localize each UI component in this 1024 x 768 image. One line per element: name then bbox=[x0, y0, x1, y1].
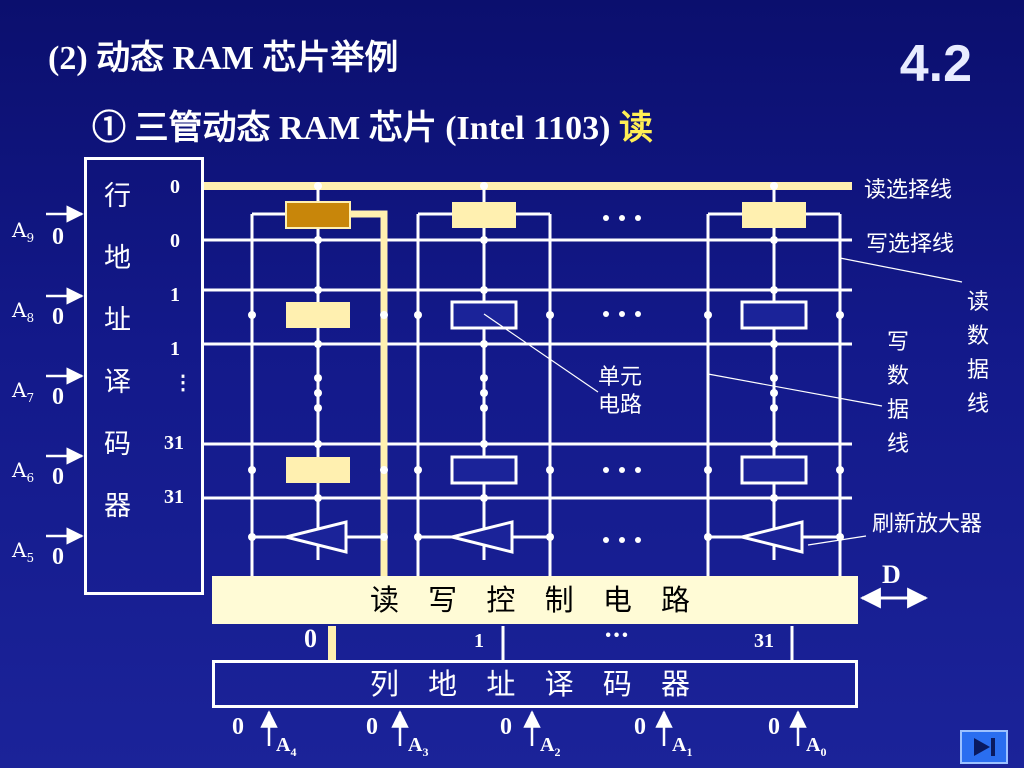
leader-lines bbox=[483, 257, 963, 546]
row-decoder-char: 器 bbox=[104, 491, 131, 522]
row-decoder-char: 地 bbox=[104, 243, 131, 274]
row-address-value: 0 bbox=[52, 384, 64, 410]
slide-title: (2) 动态 RAM 芯片举例 bbox=[48, 40, 399, 77]
row-decoder-char: 码 bbox=[104, 429, 131, 460]
col-address-input: A0 bbox=[806, 734, 827, 759]
read-data-line-label: 读数据线 bbox=[966, 290, 989, 417]
cell bbox=[450, 300, 518, 330]
col-address-input: A3 bbox=[408, 734, 429, 759]
read-write-control-circuit: 读 写 控 制 电 路 bbox=[212, 576, 858, 624]
row-address-value: 0 bbox=[52, 304, 64, 330]
junction-dots bbox=[248, 182, 844, 543]
row-number-ellipsis: ⋮ bbox=[173, 372, 193, 394]
amplifier-triangle bbox=[741, 520, 804, 554]
refresh-amplifier-label: 刷新放大器 bbox=[872, 512, 983, 537]
row-number: 1 bbox=[170, 338, 180, 360]
row-address-value: 0 bbox=[52, 544, 64, 570]
cells-row-1 bbox=[286, 300, 808, 330]
cell-circuit-label: 单元 电路 bbox=[598, 365, 643, 418]
column-output-31: 31 bbox=[754, 630, 774, 652]
row-address-value: 0 bbox=[52, 224, 64, 250]
cell bbox=[740, 300, 808, 330]
row-decoder-char: 址 bbox=[104, 305, 131, 336]
col-address-value: 0 bbox=[768, 714, 780, 740]
row-number: 31 bbox=[164, 486, 184, 508]
row-address-input: A8 bbox=[12, 298, 35, 325]
subtitle-read-word: 读 bbox=[618, 110, 653, 147]
column-output-0: 0 bbox=[304, 624, 317, 653]
col-address-input: A2 bbox=[540, 734, 561, 759]
row-number: 0 bbox=[170, 176, 180, 198]
row-decoder-char: 行 bbox=[104, 181, 131, 212]
col-address-value: 0 bbox=[232, 714, 244, 740]
cell bbox=[742, 202, 806, 228]
cell bbox=[286, 302, 350, 328]
col-address-value: 0 bbox=[634, 714, 646, 740]
column-address-decoder: 列 地 址 译 码 器 bbox=[212, 660, 858, 708]
slide-subtitle: ① 三管动态 RAM 芯片 (Intel 1103) 读 bbox=[92, 100, 653, 149]
row-decoder-label: 行 地 址 译 码 器 bbox=[104, 166, 131, 538]
row-number: 0 bbox=[170, 230, 180, 252]
active-cell bbox=[285, 201, 351, 229]
write-data-line-label: 写数据线 bbox=[886, 330, 909, 457]
data-io-label: D bbox=[882, 560, 901, 589]
row-address-input: A9 bbox=[12, 218, 35, 245]
row-lines bbox=[204, 182, 852, 500]
row-address-input: A5 bbox=[12, 538, 35, 565]
column-select-lines bbox=[501, 626, 794, 660]
cell bbox=[452, 202, 516, 228]
row-decoder-char: 译 bbox=[104, 367, 131, 398]
col-address-value: 0 bbox=[500, 714, 512, 740]
column-output-1: 1 bbox=[474, 630, 484, 652]
refresh-amplifiers bbox=[252, 520, 840, 554]
row-number: 31 bbox=[164, 432, 184, 454]
row-address-input: A6 bbox=[12, 458, 35, 485]
row-address-decoder bbox=[84, 157, 204, 595]
column-output-ellipsis: ··· bbox=[604, 620, 630, 649]
write-select-line-label: 写选择线 bbox=[866, 232, 955, 257]
column-lines bbox=[250, 186, 842, 576]
next-slide-icon bbox=[974, 738, 995, 756]
section-number: 4.2 bbox=[899, 35, 972, 93]
col-address-input: A1 bbox=[672, 734, 693, 759]
cell bbox=[450, 455, 518, 485]
col-address-input: A4 bbox=[276, 734, 297, 759]
read-path-highlight bbox=[318, 210, 388, 576]
row-address-value: 0 bbox=[52, 464, 64, 490]
row-number: 1 bbox=[170, 284, 180, 306]
amplifier-triangle bbox=[285, 520, 348, 554]
cell bbox=[286, 457, 350, 483]
col-address-value: 0 bbox=[366, 714, 378, 740]
amplifier-triangle bbox=[451, 520, 514, 554]
cells-row-0 bbox=[285, 201, 806, 229]
cells-row-31 bbox=[286, 455, 808, 485]
col-input-arrows bbox=[260, 710, 807, 746]
next-slide-button[interactable] bbox=[960, 730, 1008, 764]
row-input-arrows bbox=[46, 205, 84, 545]
cell bbox=[740, 455, 808, 485]
row-address-input: A7 bbox=[12, 378, 35, 405]
subtitle-prefix: ① 三管动态 RAM 芯片 (Intel 1103) bbox=[92, 110, 619, 147]
read-select-line-label: 读选择线 bbox=[864, 178, 953, 203]
